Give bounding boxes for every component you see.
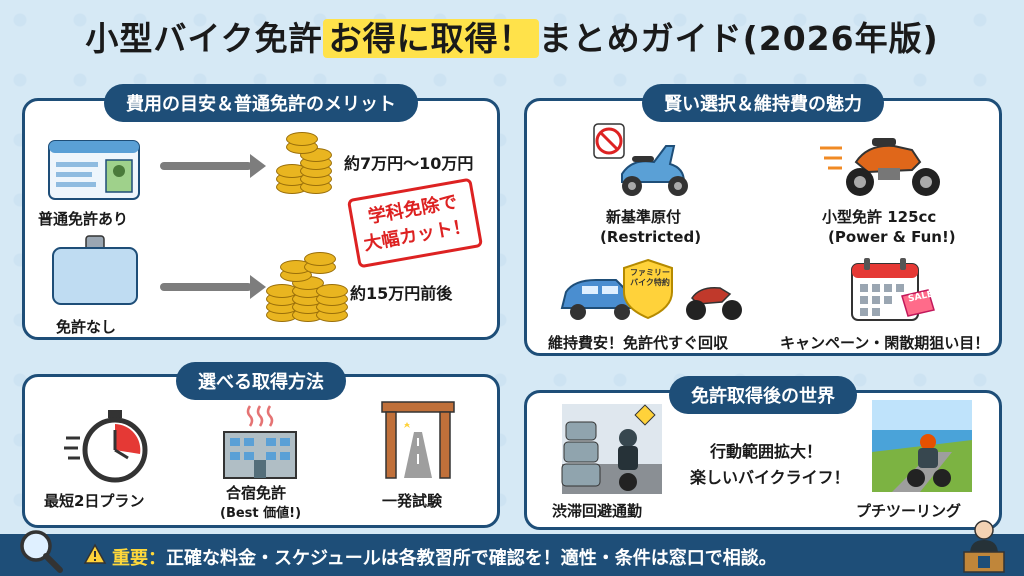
method-direct-exam: 一発試験: [382, 492, 443, 510]
warning-icon: [83, 543, 107, 564]
family-insurance-scene: [560, 258, 742, 320]
method-shortest-2days: 最短2日プラン: [44, 492, 145, 510]
method-training-camp-sub: (Best 価値!): [220, 506, 302, 521]
arrow-with-license: [160, 154, 266, 178]
world-message-line1: 行動範囲拡大！: [710, 442, 823, 461]
touring-image: [872, 400, 972, 492]
method-training-camp: 合宿免許: [226, 484, 287, 502]
cost-panel-heading: 費用の目安＆普通免許のメリット: [104, 84, 418, 122]
footer-notice: 重要：正確な料金・スケジュールは各教習所で確認を！適性・条件は窓口で相談。: [112, 544, 777, 570]
license-card-icon: [48, 140, 140, 200]
footer-bar: [0, 534, 1024, 576]
family-insurance-shield-text: ファミリーバイク特約: [630, 268, 670, 287]
title-highlight: お得に取得！: [322, 19, 539, 58]
arrow-without-license: [160, 275, 266, 299]
title-part1: 小型バイク免許: [85, 19, 323, 58]
without-license-cost: 約15万円前後: [350, 284, 453, 303]
restricted-moped-icon: [593, 123, 688, 196]
footer-text: 正確な料金・スケジュールは各教習所で確認を！適性・条件は窓口で相談。: [166, 548, 777, 569]
choice-item2-line1: 小型免許 125cc: [822, 208, 937, 226]
world-touring-label: プチツーリング: [856, 502, 962, 520]
staff-desk-icon: [963, 520, 1005, 573]
choice-panel-heading: 賢い選択＆維持費の魅力: [642, 84, 884, 122]
coin-stack-large: [266, 248, 348, 324]
choice-item1-line1: 新基準原付: [606, 208, 682, 226]
exam-gate-icon: [381, 401, 455, 479]
world-commute-label: 渋滞回避通勤: [552, 502, 643, 520]
with-license-cost: 約7万円〜10万円: [344, 154, 474, 173]
title-part2: まとめガイド(2026年版): [538, 19, 939, 58]
page-title: 小型バイク免許お得に取得！まとめガイド(2026年版): [0, 12, 1024, 60]
blank-card-icon: [52, 235, 138, 305]
training-camp-hotel-icon: [223, 405, 297, 479]
world-panel-heading: 免許取得後の世界: [669, 376, 857, 414]
with-license-label: 普通免許あり: [38, 210, 129, 228]
motorcycle-125cc-icon: [820, 138, 940, 196]
world-message-line2: 楽しいバイクライフ！: [690, 468, 850, 487]
calendar-sale-icon: [851, 258, 935, 321]
footer-important-label: 重要：: [112, 548, 166, 569]
choice-item2-line2: (Power & Fun!): [828, 228, 956, 246]
traffic-commute-image: [561, 404, 662, 494]
choice-item3: 維持費安！免許代すぐ回収: [548, 334, 729, 352]
coin-stack-small: [276, 130, 336, 200]
without-license-label: 免許なし: [56, 318, 117, 336]
stopwatch-icon: [64, 410, 148, 483]
methods-panel-heading: 選べる取得方法: [176, 362, 346, 400]
magnifier-icon: [20, 530, 63, 573]
choice-item4: キャンペーン・閑散期狙い目！: [780, 334, 990, 352]
choice-item1-line2: (Restricted): [600, 228, 702, 246]
